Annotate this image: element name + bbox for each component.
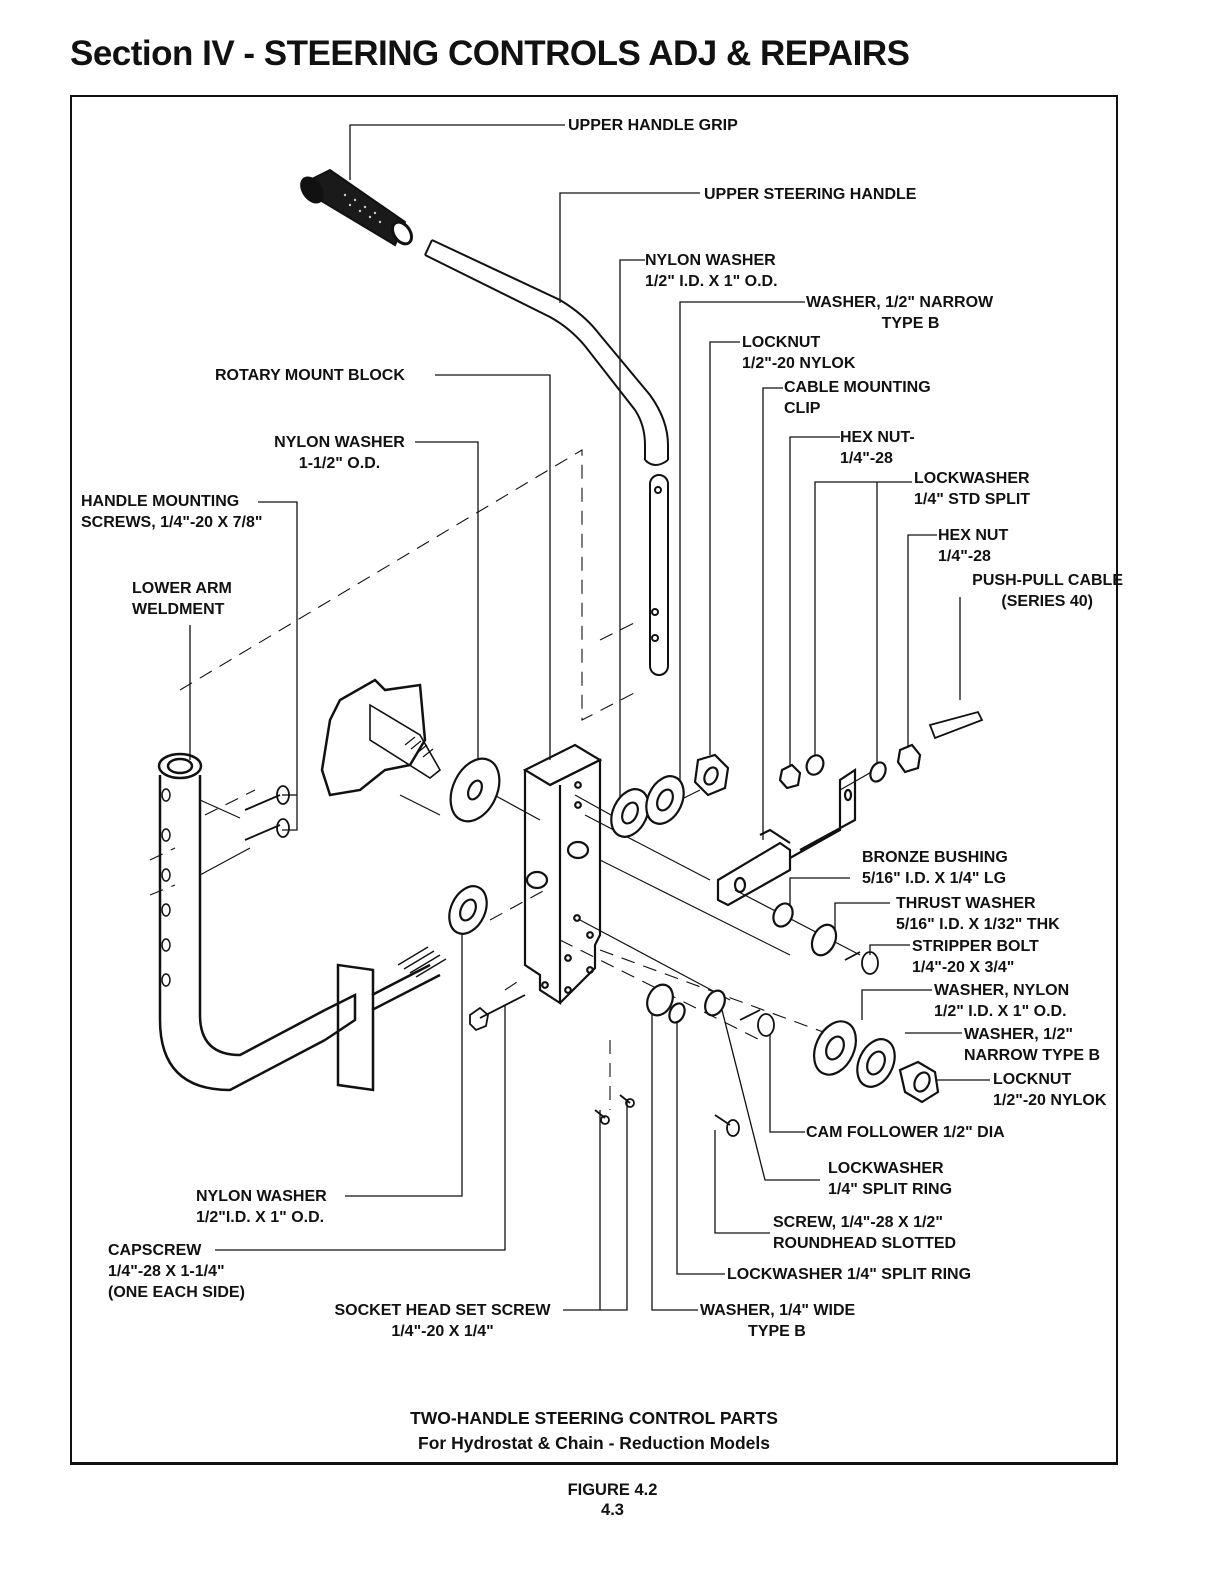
label-capscrew: CAPSCREW 1/4"-28 X 1-1/4" (ONE EACH SIDE… [108, 1242, 245, 1301]
leader-washer-nylon-right [861, 989, 932, 1020]
leader-hex-nut-1 [789, 436, 840, 765]
label-screw-roundhead: SCREW, 1/4"-28 X 1/2" ROUNDHEAD SLOTTED [773, 1214, 957, 1252]
label-push-pull-cable: PUSH-PULL CABLE (SERIES 40) [972, 572, 1123, 610]
section-title: Section IV - STEERING CONTROLS ADJ & REP… [70, 34, 910, 73]
leader-upper-steering-handle [559, 192, 700, 303]
leader-thrust-washer [834, 902, 890, 932]
figure-caption: TWO-HANDLE STEERING CONTROL PARTS For Hy… [70, 1406, 1118, 1456]
cable-mounting-clip-part [716, 767, 857, 907]
leader-hex-nut-2 [907, 534, 937, 758]
page-number: 4.3 [601, 1501, 624, 1519]
washers-nuts [448, 743, 940, 1104]
label-hex-nut-2: HEX NUT 1/4"-28 [938, 527, 1009, 565]
leader-capscrew [215, 1005, 506, 1251]
label-washer-nylon-right: WASHER, NYLON 1/2" I.D. X 1" O.D. [934, 982, 1070, 1020]
leader-cable-clip [762, 387, 783, 840]
label-upper-steering-handle: UPPER STEERING HANDLE [704, 186, 917, 203]
leader-rotary-block [435, 374, 551, 760]
label-lockwasher-split-ring-2: LOCKWASHER 1/4" SPLIT RING [727, 1266, 972, 1283]
label-rotary-mount-block: ROTARY MOUNT BLOCK [215, 367, 405, 384]
label-upper-handle-grip: UPPER HANDLE GRIP [568, 117, 738, 134]
leader-nylon-washer-bottom [345, 930, 463, 1197]
label-lockwasher-std-split: LOCKWASHER 1/4" STD SPLIT [914, 470, 1031, 508]
leader-washer-narrow-top [679, 301, 805, 780]
label-nylon-washer-large: NYLON WASHER 1-1/2" O.D. [274, 434, 405, 472]
leader-nylon-washer-large [415, 441, 479, 765]
leader-set-screw [563, 1100, 628, 1311]
upper-steering-handle-part [424, 239, 669, 676]
label-cam-follower: CAM FOLLOWER 1/2" DIA [806, 1124, 1005, 1141]
figure-number: FIGURE 4.2 [567, 1481, 658, 1499]
figure-footer: FIGURE 4.2 4.3 [0, 1480, 1225, 1520]
push-pull-cable-end [928, 710, 984, 740]
assembly-axis-lines [149, 449, 846, 1110]
label-locknut-right: LOCKNUT 1/2"-20 NYLOK [993, 1071, 1107, 1109]
leader-cam-follower [769, 1035, 805, 1133]
leader-lockwasher-2 [676, 1015, 725, 1275]
label-stripper-bolt: STRIPPER BOLT 1/4"-20 X 3/4" [912, 938, 1039, 976]
lower-arm-weldment-part [157, 752, 447, 1092]
label-lockwasher-split-ring-1: LOCKWASHER 1/4" SPLIT RING [828, 1160, 953, 1198]
thrust-washer-shape [810, 923, 838, 957]
figure-caption-title: TWO-HANDLE STEERING CONTROL PARTS [410, 1408, 778, 1428]
label-washer-narrow-right: WASHER, 1/2" NARROW TYPE B [964, 1026, 1100, 1064]
label-thrust-washer: THRUST WASHER 5/16" I.D. X 1/32" THK [896, 895, 1060, 933]
leader-bronze-bushing [789, 877, 850, 910]
label-bronze-bushing: BRONZE BUSHING 5/16" I.D. X 1/4" LG [862, 849, 1008, 887]
label-locknut-top: LOCKNUT 1/2"-20 NYLOK [742, 334, 856, 372]
leader-handle-screws [258, 501, 298, 831]
leader-nylon-washer-top [619, 259, 645, 805]
leader-screw-roundhead [714, 1130, 770, 1234]
label-washer-narrow-top: WASHER, 1/2" NARROW TYPE B [806, 294, 994, 332]
leader-upper-handle-grip [349, 124, 565, 180]
leader-lockwasher-std [814, 481, 912, 760]
leader-lines [189, 124, 990, 1311]
rotary-mount-block-part [522, 743, 603, 1006]
label-washer-quarter-wide: WASHER, 1/4" WIDE TYPE B [700, 1302, 856, 1340]
label-handle-mounting-screws: HANDLE MOUNTING SCREWS, 1/4"-20 X 7/8" [81, 493, 263, 531]
leader-washer-wide [651, 1005, 698, 1311]
figure-caption-subtitle: For Hydrostat & Chain - Reduction Models [418, 1433, 770, 1453]
upper-handle-grip-part [300, 168, 414, 247]
leader-lockwasher-1 [721, 1009, 820, 1181]
label-cable-mounting-clip: CABLE MOUNTING CLIP [784, 379, 931, 417]
label-lower-arm-weldment: LOWER ARM WELDMENT [132, 580, 232, 618]
label-nylon-washer-top: NYLON WASHER 1/2" I.D. X 1" O.D. [645, 252, 778, 290]
figure-frame [70, 95, 1118, 1465]
mount-stud-part [320, 678, 442, 797]
leader-locknut-top [709, 341, 740, 755]
bronze-bushing-shape [772, 902, 794, 928]
leader-stripper-bolt [869, 944, 910, 955]
label-hex-nut-1: HEX NUT- 1/4"-28 [840, 429, 915, 467]
label-nylon-washer-bottom: NYLON WASHER 1/2"I.D. X 1" O.D. [196, 1188, 327, 1226]
label-socket-head-set-screw: SOCKET HEAD SET SCREW 1/4"-20 X 1/4" [334, 1302, 551, 1340]
screws [244, 710, 984, 1137]
